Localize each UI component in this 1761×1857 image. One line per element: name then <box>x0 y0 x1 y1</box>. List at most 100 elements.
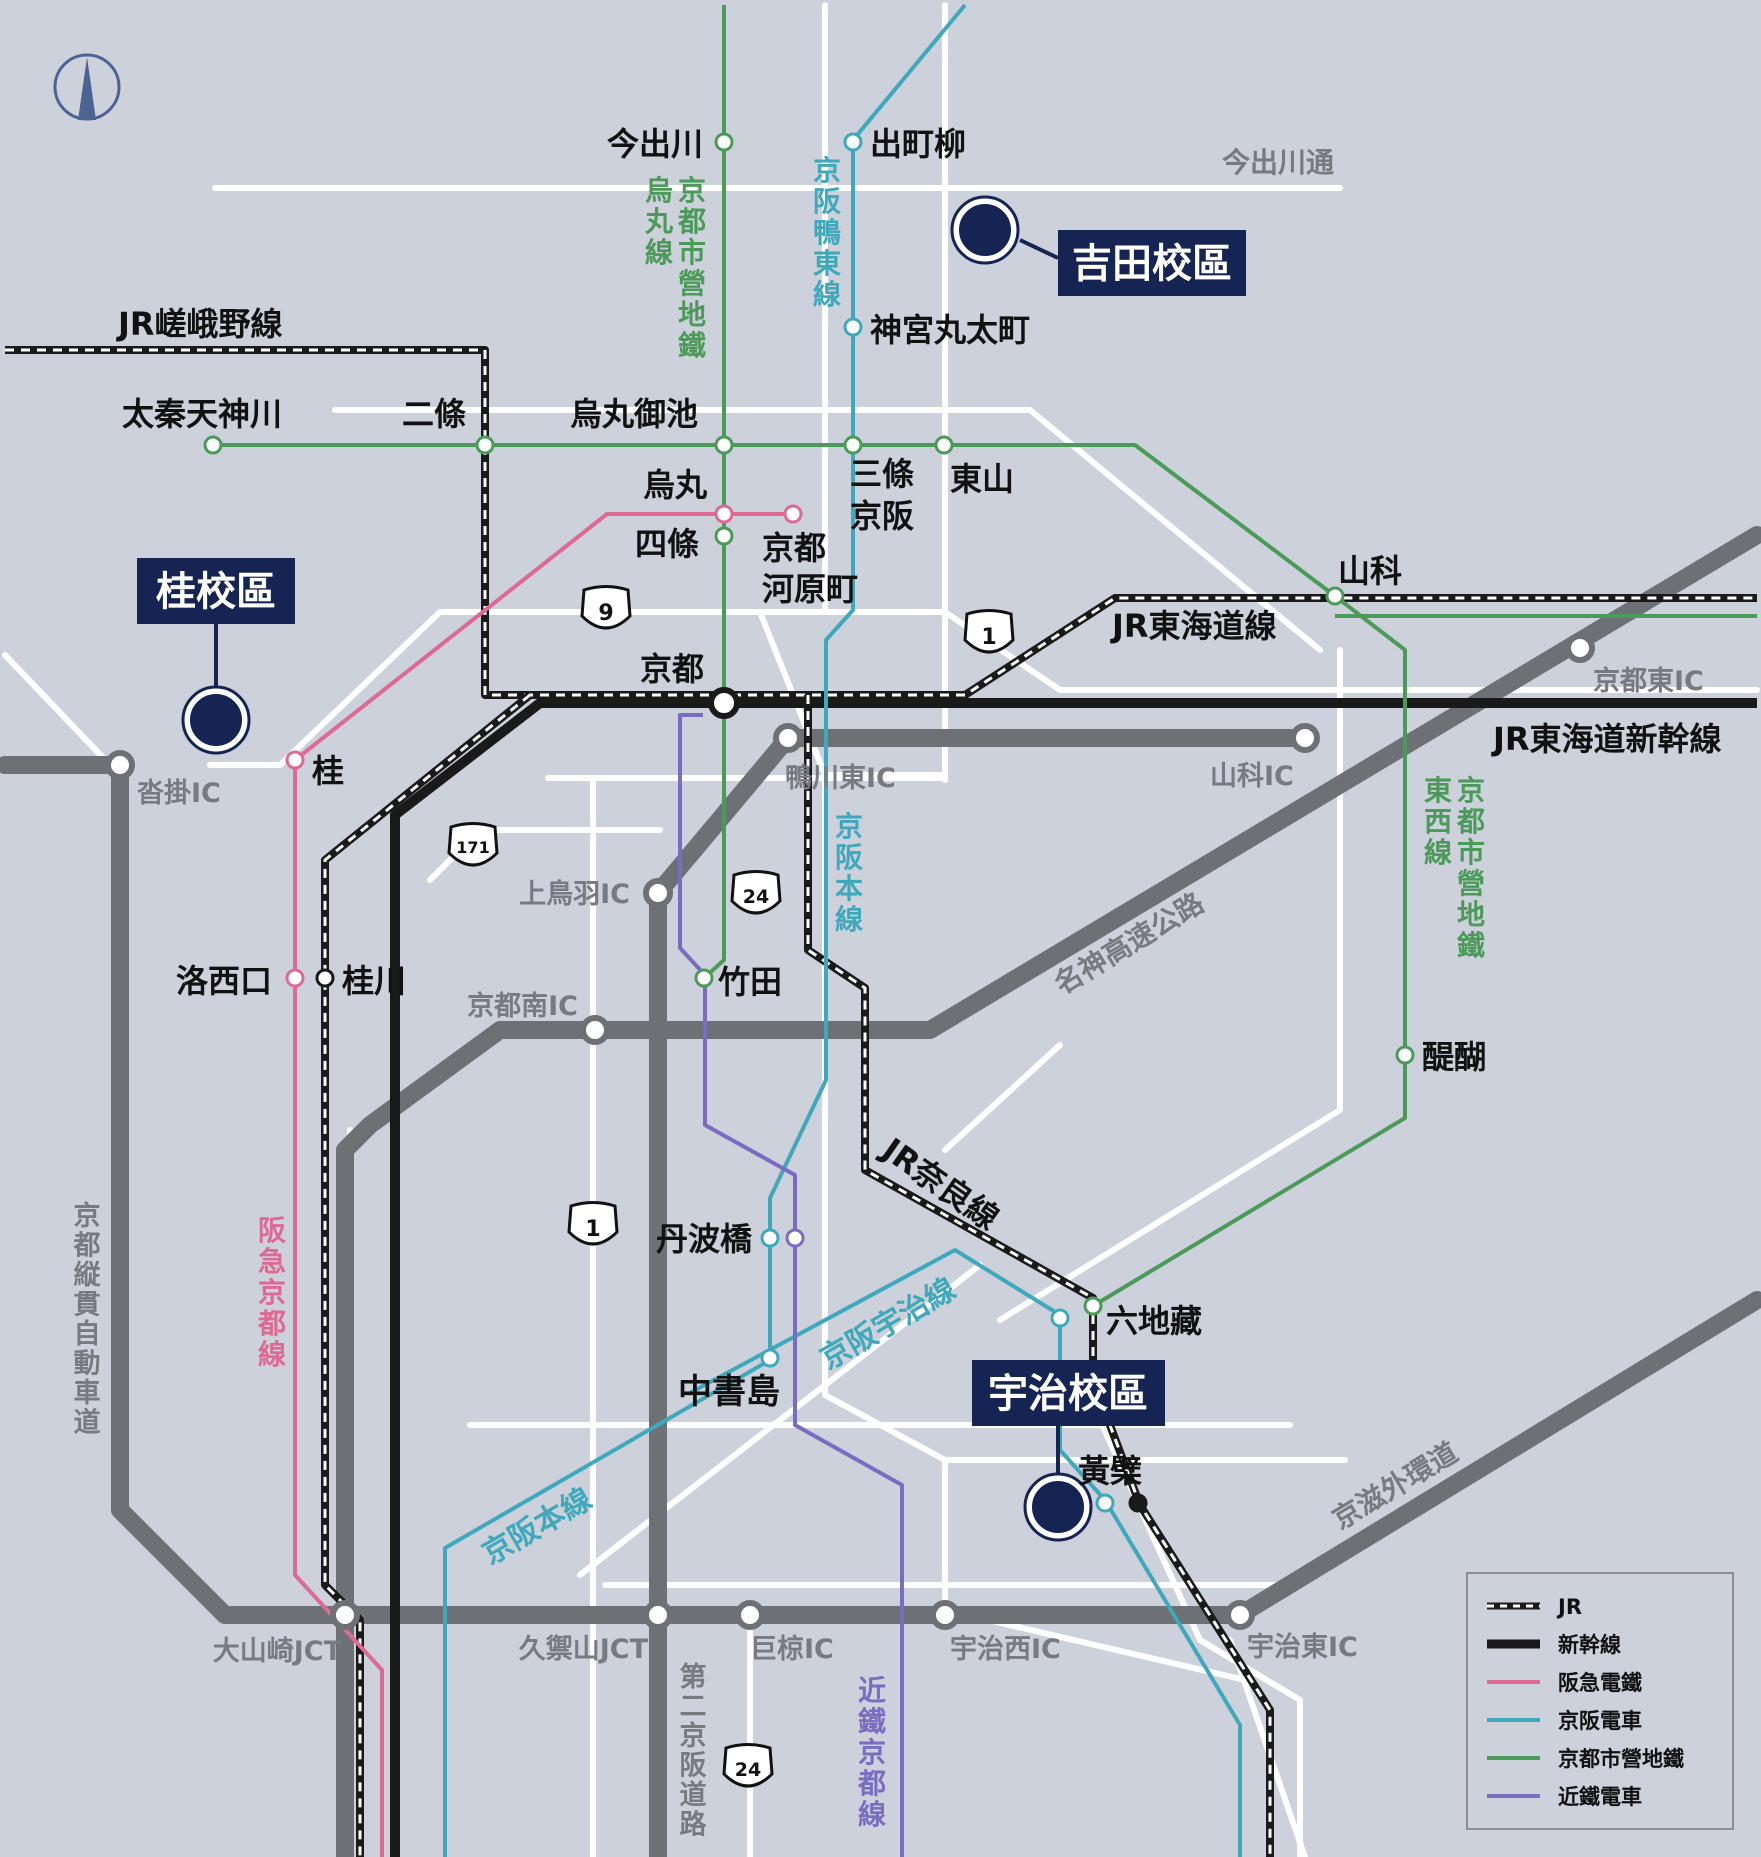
kintetsu-line <box>678 713 904 1857</box>
interchange-node <box>735 1600 765 1630</box>
legend-label: JR <box>1556 1595 1582 1619</box>
ic-label-uji-nishi: 宇治西IC <box>950 1634 1061 1665</box>
station-label-chushojima: 中書島 <box>678 1372 780 1412</box>
interchange-node <box>1225 1600 1255 1630</box>
line-label-shinkansen: JR東海道新幹線 <box>1491 720 1722 758</box>
station-label-takeda: 竹田 <box>718 963 782 1001</box>
station-label-karasuma-oike: 烏丸御池 <box>570 395 698 433</box>
line-label-keihan-main-north: 京阪本線 <box>835 810 863 936</box>
shinkansen-line <box>390 698 1757 1857</box>
route-shield-icon <box>567 1201 619 1246</box>
route-shield: 24 <box>722 1743 774 1788</box>
interchange-nodes <box>105 633 1595 1630</box>
station-marker <box>760 1348 780 1368</box>
station-marker <box>694 968 714 988</box>
vertical-road-label: 京都縦貫自動車道 <box>73 1200 102 1439</box>
route-shield-icon <box>580 585 632 630</box>
interchange-node <box>1565 633 1595 663</box>
campus-marker-ring <box>950 195 1020 265</box>
route-shield: 1 <box>567 1201 619 1246</box>
station-label-nijo: 二條 <box>402 395 466 433</box>
vertical-line-label: 阪急京都線 <box>257 1214 286 1371</box>
route-shield-icon <box>447 822 499 867</box>
ic-label-oyamazaki: 大山崎JCT <box>213 1636 343 1667</box>
station-label-kyoto: 京都 <box>640 650 704 688</box>
station-marker <box>1325 586 1345 606</box>
legend-label: 阪急電鐵 <box>1558 1671 1642 1695</box>
route-shield: 1 <box>963 609 1015 654</box>
route-shield-label: 171 <box>456 838 489 857</box>
callout-leader <box>1019 238 1059 260</box>
station-marker <box>285 968 305 988</box>
campus-yoshida[interactable]: 吉田校區 <box>950 195 1246 296</box>
route-shield-icon <box>963 609 1015 654</box>
station-label-sanjo-keihan: 三條京阪 <box>850 455 914 535</box>
route-shield-icon <box>730 870 782 915</box>
station-marker <box>285 750 305 770</box>
vertical-line-label: 京都市營地鐵 <box>1456 774 1485 962</box>
road-label-imadegawa-dori: 今出川通 <box>1222 146 1334 179</box>
campus-label-box <box>1058 230 1246 296</box>
station-marker <box>714 132 734 152</box>
campus-marker-ring <box>1023 1472 1093 1542</box>
interchange-node <box>105 750 135 780</box>
station-label-demachiyanagi: 出町柳 <box>870 125 966 163</box>
station-label-rokujizo: 六地藏 <box>1106 1302 1202 1340</box>
ic-label-kyoto-higashi: 京都東IC <box>1593 665 1704 697</box>
north-arrow-icon <box>53 53 121 121</box>
station-marker <box>1050 1308 1070 1328</box>
station-markers <box>203 132 1415 1513</box>
vertical-line-label: 京都市營地鐵 <box>677 174 706 362</box>
line-label-jr-tokaido: JR東海道線 <box>1110 607 1277 645</box>
road-label-kyoto-jukan: 京都縦貫自動車道 <box>73 1200 102 1439</box>
station-label-kyoto-kawaramachi: 京都河原町 <box>762 529 858 608</box>
ic-label-kamogawa-higashi: 鴨川東IC <box>785 763 896 794</box>
ic-label-kutsukake: 沓掛IC <box>137 778 221 809</box>
interchange-node <box>1290 723 1320 753</box>
route-shield-label: 9 <box>598 601 613 626</box>
station-label-higashiyama: 東山 <box>950 460 1014 498</box>
station-label-jingu-marutamachi: 神宮丸太町 <box>870 311 1030 349</box>
station-marker <box>1095 1493 1115 1513</box>
ic-label-kumiyama: 久禦山JCT <box>519 1634 649 1665</box>
vertical-line-label: 京阪鴨東線 <box>813 154 841 311</box>
route-shield-icon <box>722 1743 774 1788</box>
station-label-karasuma: 烏丸 <box>643 466 707 504</box>
campus-label-box <box>137 558 295 624</box>
station-label-rakusaiguchi: 洛西口 <box>176 962 272 1000</box>
interchange-node <box>643 878 673 908</box>
campus-label-katsura: 桂校區 <box>156 569 276 615</box>
station-marker <box>714 435 734 455</box>
campus-marker-icon <box>1026 1475 1090 1539</box>
station-labels: 今出川 出町柳 神宮丸太町 太秦天神川 二條 烏丸御池 三條京阪 東山 烏丸 四… <box>122 125 1486 1490</box>
ic-label-uji-higashi: 宇治東IC <box>1247 1632 1358 1663</box>
vertical-line-label: 近鐵京都線 <box>857 1674 886 1831</box>
legend-label: 近鐵電車 <box>1558 1785 1642 1809</box>
legend-box <box>1466 1572 1734 1830</box>
interchange-node <box>580 1015 610 1045</box>
ic-label-yamashina-ic: 山科IC <box>1210 761 1294 792</box>
route-shield-label: 1 <box>981 625 996 650</box>
campus-marker-icon <box>184 688 248 752</box>
interchange-node <box>930 1600 960 1630</box>
interchange-node <box>330 1600 360 1630</box>
campus-katsura[interactable]: 桂校區 <box>137 558 295 755</box>
line-label-keihan-oto: 京阪鴨東線 <box>813 154 841 311</box>
campus-uji[interactable]: 宇治校區 <box>972 1360 1165 1542</box>
ic-label-kamitoba: 上鳥羽IC <box>519 879 630 910</box>
station-marker <box>843 435 863 455</box>
hankyu-line <box>293 512 793 1857</box>
station-label-katsuragawa: 桂川 <box>342 962 406 1000</box>
kyoto-station-marker <box>708 687 740 719</box>
station-marker <box>1083 1296 1103 1316</box>
legend-label: 新幹線 <box>1558 1633 1621 1657</box>
interchange-node <box>643 1600 673 1630</box>
route-shield: 9 <box>580 585 632 630</box>
station-marker <box>785 1228 805 1248</box>
campus-label-yoshida: 吉田校區 <box>1072 241 1232 287</box>
line-label-jr-sagano: JR嵯峨野線 <box>116 305 283 343</box>
